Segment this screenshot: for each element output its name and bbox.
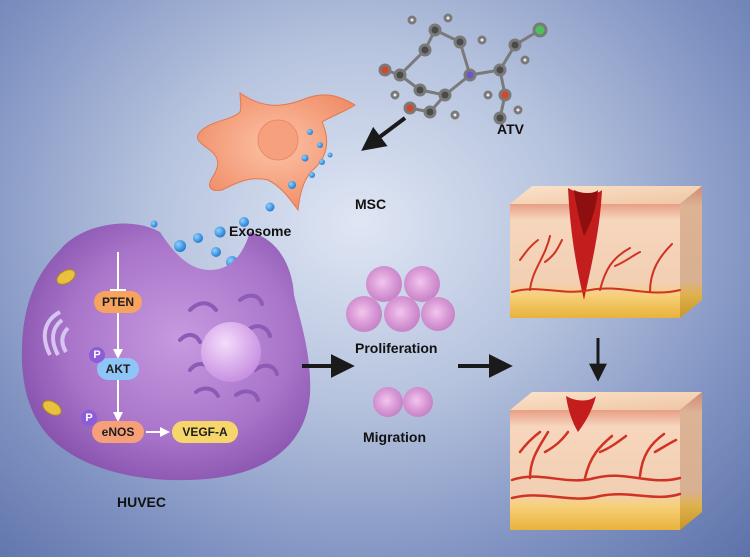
atv-molecule bbox=[378, 13, 548, 125]
huvec-nucleus bbox=[201, 322, 261, 382]
atv-label: ATV bbox=[497, 121, 524, 137]
vegfa-node: VEGF-A bbox=[172, 421, 238, 443]
msc-nucleus bbox=[257, 119, 299, 161]
msc-label: MSC bbox=[355, 196, 387, 212]
exosome-label: Exosome bbox=[229, 223, 292, 239]
skin-block-wounded bbox=[510, 186, 702, 318]
proliferating-cells bbox=[346, 266, 455, 332]
arrow-atv-to-msc bbox=[361, 116, 407, 151]
huvec-label: HUVEC bbox=[117, 494, 167, 510]
akt-phospho-badge: P bbox=[89, 347, 105, 363]
migrating-cells bbox=[373, 387, 433, 417]
akt-node: AKT bbox=[97, 358, 139, 380]
enos-node: eNOS bbox=[92, 421, 144, 443]
huvec-organelles bbox=[42, 269, 279, 416]
pten-node: PTEN bbox=[94, 291, 142, 313]
skin-block-healing bbox=[510, 392, 702, 530]
enos-phospho-badge: P bbox=[81, 410, 97, 426]
pathway-connectors bbox=[110, 252, 170, 437]
proliferation-label: Proliferation bbox=[355, 340, 438, 356]
migration-label: Migration bbox=[363, 429, 426, 445]
